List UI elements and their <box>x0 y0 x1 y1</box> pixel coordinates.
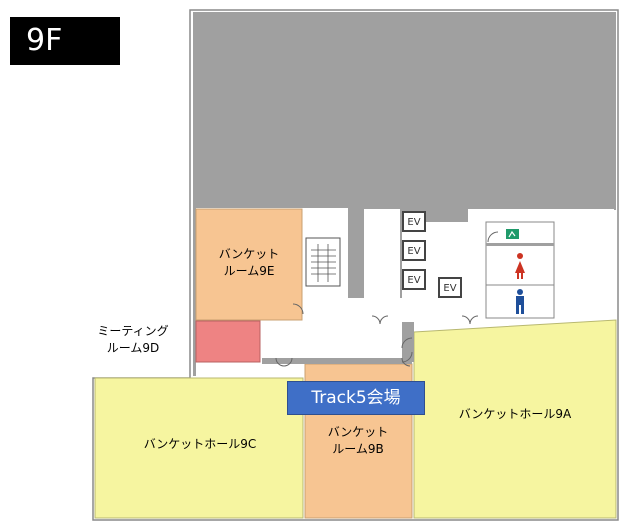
banquet-hall-9c-area <box>94 377 304 519</box>
banquet-hall-9a-label: バンケットホール9A <box>458 407 572 421</box>
track-5-venue-badge: Track5会場 <box>287 381 425 415</box>
banquet-room-9e-area <box>195 208 303 321</box>
meeting-room-9d-label: ミーティング ルーム9D <box>97 324 169 355</box>
elevator-hall-wall <box>364 209 400 299</box>
floor-label: 9F <box>10 17 120 65</box>
elevator-icon: EV <box>402 269 426 290</box>
banquet-room-9e-label: バンケット ルーム9E <box>218 247 280 278</box>
restroom-block-wall <box>468 209 614 221</box>
restroom-upper-wall <box>486 243 554 246</box>
core-area-left <box>193 208 196 376</box>
banquet-hall-9a-area <box>413 319 617 519</box>
core-area <box>193 12 616 298</box>
elevator-icon: EV <box>402 211 426 232</box>
svg-text:EV: EV <box>407 246 420 257</box>
svg-text:EV: EV <box>407 217 420 228</box>
door-swing-icon <box>275 231 499 367</box>
corridor-wall-right <box>402 322 414 362</box>
female-restroom-icon <box>515 253 525 279</box>
meeting-room-9d-area <box>195 320 261 363</box>
svg-text:EV: EV <box>407 275 420 286</box>
corridor-wall <box>262 358 412 364</box>
banquet-room-9b-label: バンケット ルーム9B <box>327 425 389 456</box>
elevator-icon: EV <box>438 277 462 298</box>
elevator-icon: EV <box>402 240 426 261</box>
banquet-hall-9c-label: バンケットホール9C <box>143 437 257 451</box>
emergency-exit-icon <box>506 229 519 239</box>
male-restroom-icon <box>516 289 524 314</box>
svg-text:EV: EV <box>443 283 456 294</box>
stairs-icon <box>305 237 341 287</box>
